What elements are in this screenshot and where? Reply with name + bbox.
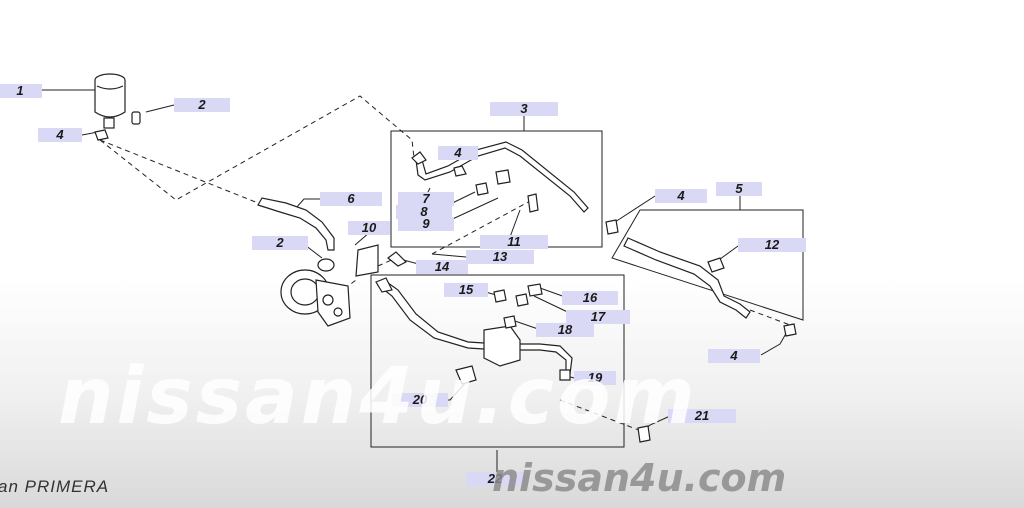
- clamp-2b: [317, 258, 335, 272]
- group-frame-3: [390, 130, 603, 248]
- callout-4a[interactable]: 4: [38, 128, 82, 142]
- callout-16[interactable]: 16: [562, 291, 618, 305]
- pipe-14: [387, 251, 408, 267]
- leader-9: [445, 197, 499, 223]
- leader-2a: [145, 104, 175, 113]
- fitting-9-bolt: [495, 169, 511, 185]
- fitting-15: [493, 289, 507, 303]
- pressure-hose-3: [411, 141, 589, 213]
- bracket-10: [355, 244, 379, 277]
- fitting-4b: [453, 165, 467, 177]
- callout-4b[interactable]: 4: [438, 146, 478, 160]
- leader-4d: [760, 329, 789, 356]
- callout-19[interactable]: 19: [574, 371, 616, 385]
- clamp-4a: [94, 129, 109, 141]
- callout-14[interactable]: 14: [416, 260, 468, 274]
- leader-11: [509, 209, 521, 238]
- hose-assembly-22: [375, 277, 573, 375]
- clip-12: [707, 257, 725, 273]
- callout-3[interactable]: 3: [490, 102, 558, 116]
- reservoir-tank: [94, 73, 126, 129]
- callout-11[interactable]: 11: [480, 235, 548, 249]
- callout-5[interactable]: 5: [716, 182, 762, 196]
- clamp-2a: [131, 111, 141, 125]
- callout-13[interactable]: 13: [466, 250, 534, 264]
- return-hose-6: [257, 197, 335, 251]
- leader-6: [295, 198, 320, 209]
- callout-21[interactable]: 21: [668, 409, 736, 423]
- callout-20[interactable]: 20: [392, 393, 448, 407]
- callout-9[interactable]: 9: [398, 217, 454, 231]
- clamp-4d: [783, 323, 797, 337]
- fitting-16: [527, 283, 543, 297]
- callout-4c[interactable]: 4: [655, 189, 707, 203]
- power-steering-pump: [280, 269, 351, 327]
- clip-19: [559, 369, 571, 381]
- callout-2a[interactable]: 2: [174, 98, 230, 112]
- clip-11: [527, 193, 539, 213]
- callout-2b[interactable]: 2: [252, 236, 308, 250]
- fitting-18: [503, 315, 517, 329]
- fitting-8: [475, 182, 489, 196]
- callout-8[interactable]: 8: [396, 205, 452, 219]
- leader-4c: [614, 195, 656, 223]
- group-frame-5: [611, 209, 804, 321]
- callout-4d[interactable]: 4: [708, 349, 760, 363]
- dashed-line-13-to-11: [431, 199, 533, 255]
- callout-6[interactable]: 6: [320, 192, 382, 206]
- callout-1[interactable]: 1: [0, 84, 42, 98]
- callout-12[interactable]: 12: [738, 238, 806, 252]
- callout-18[interactable]: 18: [536, 323, 594, 337]
- callout-10[interactable]: 10: [348, 221, 390, 235]
- dashed-line-reservoir-to-hose: [99, 95, 415, 201]
- callout-15[interactable]: 15: [444, 283, 488, 297]
- leader-13: [431, 253, 467, 258]
- dashed-line-4-to-5: [749, 309, 791, 326]
- dashed-line-21-to-22: [559, 399, 645, 433]
- clamp-4c: [605, 219, 619, 235]
- dashed-line-10-to-14: [377, 257, 397, 267]
- callout-22[interactable]: 22: [466, 472, 524, 486]
- dashed-line-hose-to-pump: [99, 139, 264, 206]
- return-hose-5: [623, 237, 751, 319]
- callout-7[interactable]: 7: [398, 192, 454, 206]
- fitting-17: [515, 293, 529, 307]
- clip-21: [637, 425, 651, 443]
- clip-20: [455, 365, 477, 385]
- group-frame-22: [370, 274, 625, 448]
- dashed-line-pump-to-10: [329, 279, 357, 301]
- model-label: an PRIMERA: [0, 477, 110, 496]
- callout-17[interactable]: 17: [566, 310, 630, 324]
